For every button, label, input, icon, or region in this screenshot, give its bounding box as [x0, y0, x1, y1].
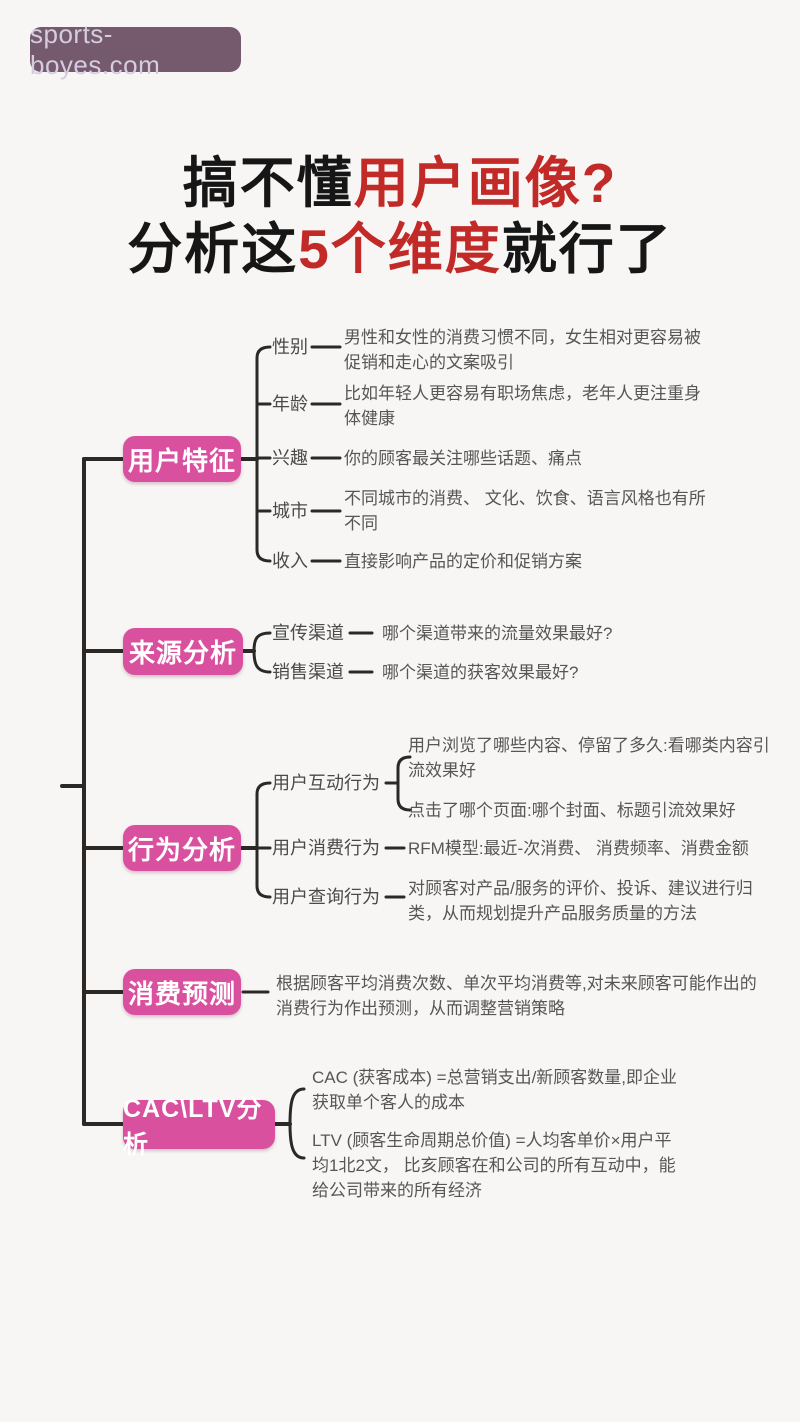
desc-consumption-behavior: RFM模型:最近-次消费、 消费频率、消费金额	[408, 839, 749, 858]
sub-label-gender: 性别	[272, 337, 308, 357]
branch-node-behavior-analysis: 行为分析	[123, 825, 241, 871]
title-seg-highlight: 用户画像?	[353, 152, 618, 214]
branch-source-analysis-connectors	[241, 631, 374, 674]
sub-label-interaction-behavior: 用户互动行为	[272, 773, 380, 793]
title-line-1: 搞不懂用户画像?	[0, 150, 800, 216]
sub-label-sales-channel: 销售渠道	[272, 662, 344, 682]
trunk-lines	[60, 457, 125, 1126]
sub-label-income: 收入	[272, 551, 308, 571]
leaf-cac-definition: CAC (获客成本) =总营销支出/新顾客数量,即企业 获取单个客人的成本	[312, 1068, 678, 1112]
main-title: 搞不懂用户画像? 分析这5个维度就行了	[0, 150, 800, 282]
branch-cac-ltv-connectors	[273, 1087, 306, 1160]
desc-sales-channel: 哪个渠道的获客效果最好?	[382, 663, 579, 682]
leaf-interaction-browse: 用户浏览了哪些内容、停留了多久:看哪类内容引 流效果好	[408, 736, 770, 780]
desc-city: 不同城市的消费、 文化、饮食、语言风格也有所 不同	[344, 489, 706, 533]
sub-label-promo-channel: 宣传渠道	[272, 623, 344, 643]
site-badge-label: sports-boyes.com	[30, 18, 161, 80]
branch-node-source-analysis: 来源分析	[123, 628, 243, 675]
desc-consumption-forecast: 根据顾客平均消费次数、单次平均消费等,对未来顾客可能作出的 消费行为作出预测，从…	[276, 974, 757, 1018]
sub-label-query-behavior: 用户查询行为	[272, 887, 380, 907]
sub-label-interest: 兴趣	[272, 448, 308, 468]
desc-gender: 男性和女性的消费习惯不同，女生相对更容易被 促销和走心的文案吸引	[344, 328, 701, 372]
sub-label-city: 城市	[272, 501, 308, 521]
branch-user-features-connectors	[239, 345, 342, 563]
desc-query-behavior: 对顾客对产品/服务的评价、投诉、建议进行归 类，从而规划提升产品服务质量的方法	[408, 879, 753, 923]
sub-label-age: 年龄	[272, 394, 308, 414]
title-seg-highlight: 5个维度	[298, 218, 502, 280]
branch-node-cac-ltv: CAC\LTV分析	[123, 1095, 275, 1159]
title-seg: 就行了	[501, 218, 673, 280]
desc-age: 比如年轻人更容易有职场焦虑，老年人更注重身 体健康	[344, 384, 701, 428]
branch-node-consumption-forecast: 消费预测	[123, 969, 241, 1015]
sub-label-consumption-behavior: 用户消费行为	[272, 838, 380, 858]
desc-promo-channel: 哪个渠道带来的流量效果最好?	[382, 624, 613, 643]
title-seg: 搞不懂	[182, 152, 354, 214]
branch-node-user-features: 用户特征	[123, 436, 241, 482]
branch-behavior-analysis-connectors	[239, 755, 412, 899]
site-badge: sports-boyes.com	[30, 19, 241, 80]
leaf-interaction-click: 点击了哪个页面:哪个封面、标题引流效果好	[408, 801, 736, 820]
desc-income: 直接影响产品的定价和促销方案	[344, 552, 582, 571]
title-line-2: 分析这5个维度就行了	[0, 216, 800, 282]
desc-interest: 你的顾客最关注哪些话题、痛点	[344, 449, 582, 468]
leaf-ltv-definition: LTV (顾客生命周期总价值) =人均客单价×用户平 均1北2文， 比亥顾客在和…	[312, 1131, 676, 1200]
title-seg: 分析这	[127, 218, 299, 280]
